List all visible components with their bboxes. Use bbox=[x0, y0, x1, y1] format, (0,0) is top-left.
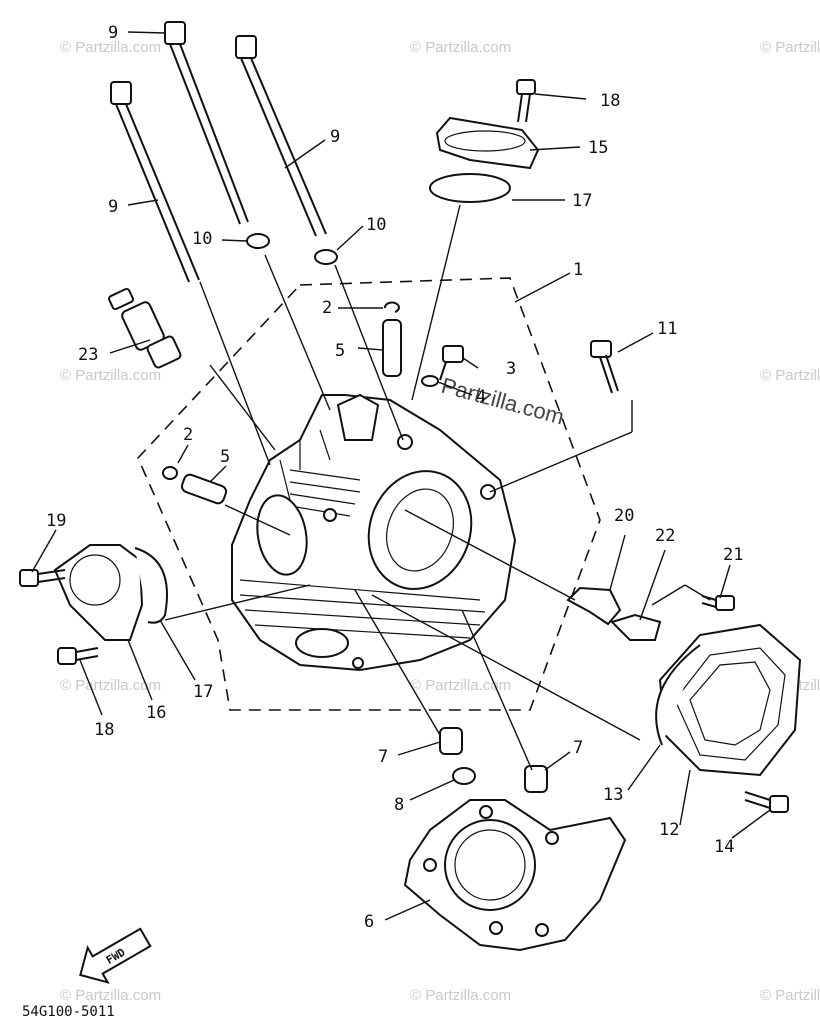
dowel-pin-7-left bbox=[439, 727, 463, 755]
washer-8 bbox=[452, 767, 476, 785]
bolt-9-c bbox=[110, 81, 200, 283]
label-18-left: 18 bbox=[94, 720, 114, 740]
label-8: 8 bbox=[394, 795, 404, 815]
label-6: 6 bbox=[364, 912, 374, 932]
label-9-c: 9 bbox=[108, 197, 118, 217]
label-14: 14 bbox=[714, 837, 734, 857]
screw-18-top bbox=[516, 79, 536, 123]
o-ring-17-top bbox=[429, 173, 511, 203]
label-7-right: 7 bbox=[573, 738, 583, 758]
label-18-top: 18 bbox=[600, 91, 620, 111]
label-23: 23 bbox=[78, 345, 98, 365]
washer-4 bbox=[421, 375, 439, 387]
watermark: © Partzilla.com bbox=[60, 987, 161, 1004]
o-ring-17-left bbox=[134, 547, 168, 624]
bracket-20 bbox=[566, 586, 622, 626]
label-4: 4 bbox=[476, 387, 486, 407]
label-12: 12 bbox=[659, 820, 679, 840]
o-ring-13 bbox=[655, 644, 701, 746]
fwd-arrow: FWD bbox=[79, 927, 152, 984]
watermark: © Partzilla.com bbox=[410, 39, 511, 56]
bolt-3 bbox=[439, 345, 464, 381]
cylinder-gasket bbox=[403, 799, 627, 952]
valve-cover-12 bbox=[658, 623, 802, 777]
label-13: 13 bbox=[603, 785, 623, 805]
plate-22 bbox=[610, 613, 662, 641]
bolt-9-b bbox=[235, 35, 327, 237]
watermark: © Partzilla.com bbox=[60, 367, 161, 384]
watermark: © Partzilla.com bbox=[760, 39, 820, 56]
valve-guide-5-lower bbox=[180, 473, 228, 505]
label-5-lower: 5 bbox=[220, 447, 230, 467]
label-22: 22 bbox=[655, 526, 675, 546]
bolt-14 bbox=[744, 791, 789, 813]
watermark: © Partzilla.com bbox=[760, 367, 820, 384]
watermark-center: Partzilla.com bbox=[439, 373, 567, 430]
label-17-left: 17 bbox=[193, 682, 213, 702]
label-9-a: 9 bbox=[108, 23, 118, 43]
label-16: 16 bbox=[146, 703, 166, 723]
diagram-code: 54G100-5011 bbox=[22, 1004, 115, 1020]
clip-2-upper bbox=[384, 301, 400, 313]
cylinder-head-bolts bbox=[110, 21, 327, 283]
assembly-outline bbox=[137, 277, 601, 711]
washer-10-a bbox=[246, 233, 270, 249]
cylinder-head bbox=[231, 393, 517, 672]
label-11: 11 bbox=[657, 319, 677, 339]
bolt-9-a bbox=[164, 21, 249, 225]
bolt-18-left bbox=[57, 647, 99, 665]
dowel-pin-7-right bbox=[524, 765, 548, 793]
leader-lines bbox=[31, 31, 771, 921]
label-10-a: 10 bbox=[192, 229, 212, 249]
label-19: 19 bbox=[46, 511, 66, 531]
side-cover-16 bbox=[53, 544, 144, 641]
spark-plug bbox=[108, 287, 182, 369]
cooling-fins bbox=[239, 469, 486, 639]
clip-2-lower bbox=[162, 466, 178, 480]
label-5-upper: 5 bbox=[335, 341, 345, 361]
watermark: © Partzilla.com bbox=[760, 987, 820, 1004]
watermark: © Partzilla.com bbox=[60, 39, 161, 56]
label-1: 1 bbox=[573, 260, 583, 280]
label-10-b: 10 bbox=[366, 215, 386, 235]
valve-guide-5-upper bbox=[382, 319, 402, 377]
washer-10-b bbox=[314, 249, 338, 265]
label-2-lower: 2 bbox=[183, 425, 193, 445]
label-15: 15 bbox=[588, 138, 608, 158]
part-labels: 9 9 9 10 10 1 2 5 3 4 11 18 15 17 23 2 5… bbox=[46, 23, 743, 932]
watermark: © Partzilla.com bbox=[60, 677, 161, 694]
label-3: 3 bbox=[506, 359, 516, 379]
label-9-b: 9 bbox=[330, 127, 340, 147]
label-7-left: 7 bbox=[378, 747, 388, 767]
label-20: 20 bbox=[614, 506, 634, 526]
label-2-upper: 2 bbox=[322, 298, 332, 318]
watermark: © Partzilla.com bbox=[410, 987, 511, 1004]
watermark: © Partzilla.com bbox=[410, 677, 511, 694]
tappet-cover-top bbox=[435, 116, 540, 170]
label-21: 21 bbox=[723, 545, 743, 565]
bolt-11 bbox=[590, 340, 619, 394]
bolt-21 bbox=[701, 595, 735, 611]
bolt-19 bbox=[19, 569, 66, 587]
label-17-top: 17 bbox=[572, 191, 592, 211]
